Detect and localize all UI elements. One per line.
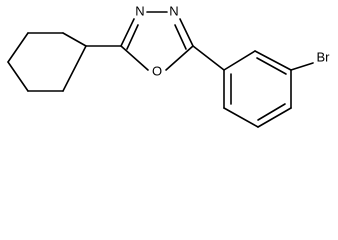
- bond-n4-c5-b: [174, 24, 187, 50]
- bond-c2-n3-a: [120, 18, 135, 47]
- bond-cy3-cy4: [7, 32, 29, 63]
- atom-o1: O: [152, 63, 162, 78]
- bromophenyl-ring: [223, 50, 292, 128]
- bond-ar4-ar5: [257, 107, 292, 128]
- bond-ar2-ar3: [254, 50, 292, 71]
- atom-n3: N: [135, 3, 144, 18]
- bond-cy6-cy1: [62, 45, 87, 92]
- bond-ar4-ar5-inner: [257, 103, 286, 121]
- bond-ar3-br: [290, 62, 314, 71]
- cyclohexyl-ring: [7, 32, 87, 92]
- bond-ar2-ar3-inner: [256, 57, 287, 75]
- bond-c5-o1: [165, 45, 194, 71]
- structure-diagram: N N O Br: [7, 3, 331, 128]
- bond-ar5-ar6: [223, 107, 259, 128]
- bond-ar1-ar2: [223, 50, 256, 71]
- bond-cy1-cy2: [62, 32, 87, 47]
- bond-n4-c5-a: [179, 18, 194, 47]
- bond-o1-c2: [120, 45, 149, 71]
- oxadiazole-ring: [120, 11, 194, 71]
- bond-c2-n3-b: [126, 24, 139, 50]
- bond-cy4-cy5: [7, 61, 29, 92]
- atom-n4: N: [169, 3, 178, 18]
- bond-c5-aryl: [192, 45, 225, 71]
- atom-br: Br: [317, 49, 331, 64]
